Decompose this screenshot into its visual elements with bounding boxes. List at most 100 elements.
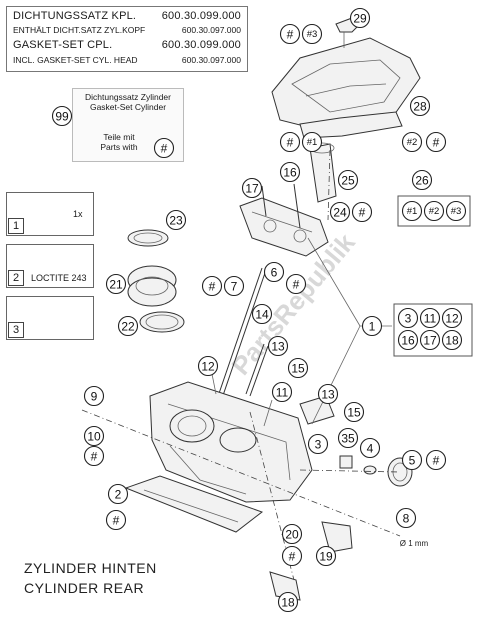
- callout-hash--4: #: [351, 201, 373, 223]
- svg-text:21: 21: [109, 278, 123, 292]
- svg-text:#: #: [91, 450, 98, 464]
- svg-text:#2: #2: [407, 137, 418, 148]
- gasket-set-info-box: DICHTUNGSSATZ KPL.600.30.099.000 ENTHÄLT…: [6, 6, 248, 72]
- callout-28: 28: [409, 95, 431, 117]
- group-callout-11: 11: [419, 307, 441, 329]
- svg-text:15: 15: [291, 362, 305, 376]
- callout-24: 24: [329, 201, 351, 223]
- header-line4-label: INCL. GASKET-SET CYL. HEAD: [13, 55, 138, 65]
- svg-text:18: 18: [281, 596, 295, 610]
- header-line4-code: 600.30.097.000: [181, 55, 241, 65]
- callout-5: 5: [401, 449, 423, 471]
- svg-text:#3: #3: [307, 29, 318, 40]
- header-line3-label: GASKET-SET CPL.: [13, 39, 113, 51]
- dimension-note: Ø 1 mm: [400, 539, 429, 548]
- svg-text:#2: #2: [429, 206, 440, 217]
- callout-hash--7: #: [83, 445, 105, 467]
- callout-hash-1: #1: [301, 131, 323, 153]
- callout-25: 25: [337, 169, 359, 191]
- svg-text:#: #: [289, 550, 296, 564]
- svg-text:9: 9: [91, 390, 98, 404]
- callout-hash--11: #: [153, 137, 175, 159]
- svg-text:#: #: [161, 142, 168, 156]
- side-panel-2: 2 LOCTITE 243: [6, 244, 94, 288]
- svg-text:#: #: [433, 454, 440, 468]
- callout-3: 3: [307, 433, 329, 455]
- group-callout-3: 3: [397, 307, 419, 329]
- side-panel-2-number: 2: [8, 270, 24, 286]
- svg-text:#1: #1: [407, 206, 418, 217]
- svg-text:24: 24: [333, 206, 347, 220]
- callouts: 29##328##1#2#1625172624#236#21#714122131…: [51, 7, 467, 613]
- svg-text:11: 11: [276, 386, 289, 400]
- callout-9: 9: [83, 385, 105, 407]
- caption-en: CYLINDER REAR: [24, 580, 145, 596]
- svg-text:#3: #3: [451, 206, 462, 217]
- svg-text:35: 35: [341, 432, 355, 446]
- callout-hash-: #: [279, 23, 301, 45]
- callout-16: 16: [279, 161, 301, 183]
- svg-text:4: 4: [367, 442, 374, 456]
- svg-text:12: 12: [445, 312, 459, 326]
- callout-29: 29: [349, 7, 371, 29]
- svg-text:19: 19: [319, 550, 333, 564]
- group-callout-12: 12: [441, 307, 463, 329]
- svg-text:3: 3: [405, 312, 412, 326]
- callout-18: 18: [277, 591, 299, 613]
- callout-13: 13: [267, 335, 289, 357]
- callout-hash--6: #: [201, 275, 223, 297]
- svg-text:17: 17: [423, 334, 437, 348]
- callout-hash-2: #2: [401, 131, 423, 153]
- callout-hash--5: #: [285, 273, 307, 295]
- callout-26: 26: [411, 169, 433, 191]
- callout-14: 14: [251, 303, 273, 325]
- svg-text:29: 29: [353, 12, 367, 26]
- svg-text:99: 99: [55, 110, 69, 124]
- callout-hash--9: #: [105, 509, 127, 531]
- svg-text:23: 23: [169, 214, 183, 228]
- set-title-en: Gasket-Set Cylinder: [89, 102, 167, 112]
- callout-23: 23: [165, 209, 187, 231]
- cylinder-head-block: [149, 381, 335, 503]
- callout-hash--10: #: [281, 545, 303, 567]
- callout-4: 4: [359, 437, 381, 459]
- svg-text:2: 2: [115, 488, 122, 502]
- set-title-de: Dichtungssatz Zylinder: [85, 92, 171, 102]
- callout-99: 99: [51, 105, 73, 127]
- svg-text:12: 12: [201, 360, 215, 374]
- side-panel-1: 1 1x: [6, 192, 94, 236]
- callout-1: 1: [361, 315, 383, 337]
- camshaft-cluster: [239, 142, 337, 257]
- svg-text:25: 25: [341, 174, 355, 188]
- cylinder-rings: [127, 229, 185, 333]
- callout-hash--8: #: [425, 449, 447, 471]
- callout-15-2: 15: [343, 401, 365, 423]
- side-panel-1-number: 1: [8, 218, 24, 234]
- group-callout-18: 18: [441, 329, 463, 351]
- svg-text:#: #: [433, 136, 440, 150]
- side-panel-2-note: LOCTITE 243: [31, 273, 87, 283]
- svg-text:#: #: [287, 136, 294, 150]
- svg-text:7: 7: [231, 280, 238, 294]
- header-line2-label: ENTHÄLT DICHT.SATZ ZYL.KOPF: [13, 25, 146, 35]
- svg-text:#: #: [293, 278, 300, 292]
- valve-cover: [271, 17, 421, 139]
- set-teile-mit: Teile mit: [103, 132, 135, 142]
- callout-8: 8: [395, 507, 417, 529]
- header-line1-code: 600.30.099.000: [161, 10, 241, 22]
- caption-de: ZYLINDER HINTEN: [24, 560, 157, 576]
- callout-15: 15: [287, 357, 309, 379]
- svg-text:13: 13: [271, 340, 285, 354]
- group26-callout-hash-3: #3: [445, 200, 467, 222]
- svg-text:3: 3: [315, 438, 322, 452]
- side-panel-1-note: 1x: [73, 209, 83, 219]
- callout-2: 2: [107, 483, 129, 505]
- callout-12: 12: [197, 355, 219, 377]
- svg-text:6: 6: [271, 266, 278, 280]
- callout-19: 19: [315, 545, 337, 567]
- svg-text:#: #: [209, 280, 216, 294]
- svg-text:10: 10: [87, 430, 101, 444]
- svg-text:#1: #1: [307, 137, 318, 148]
- callout-22: 22: [117, 315, 139, 337]
